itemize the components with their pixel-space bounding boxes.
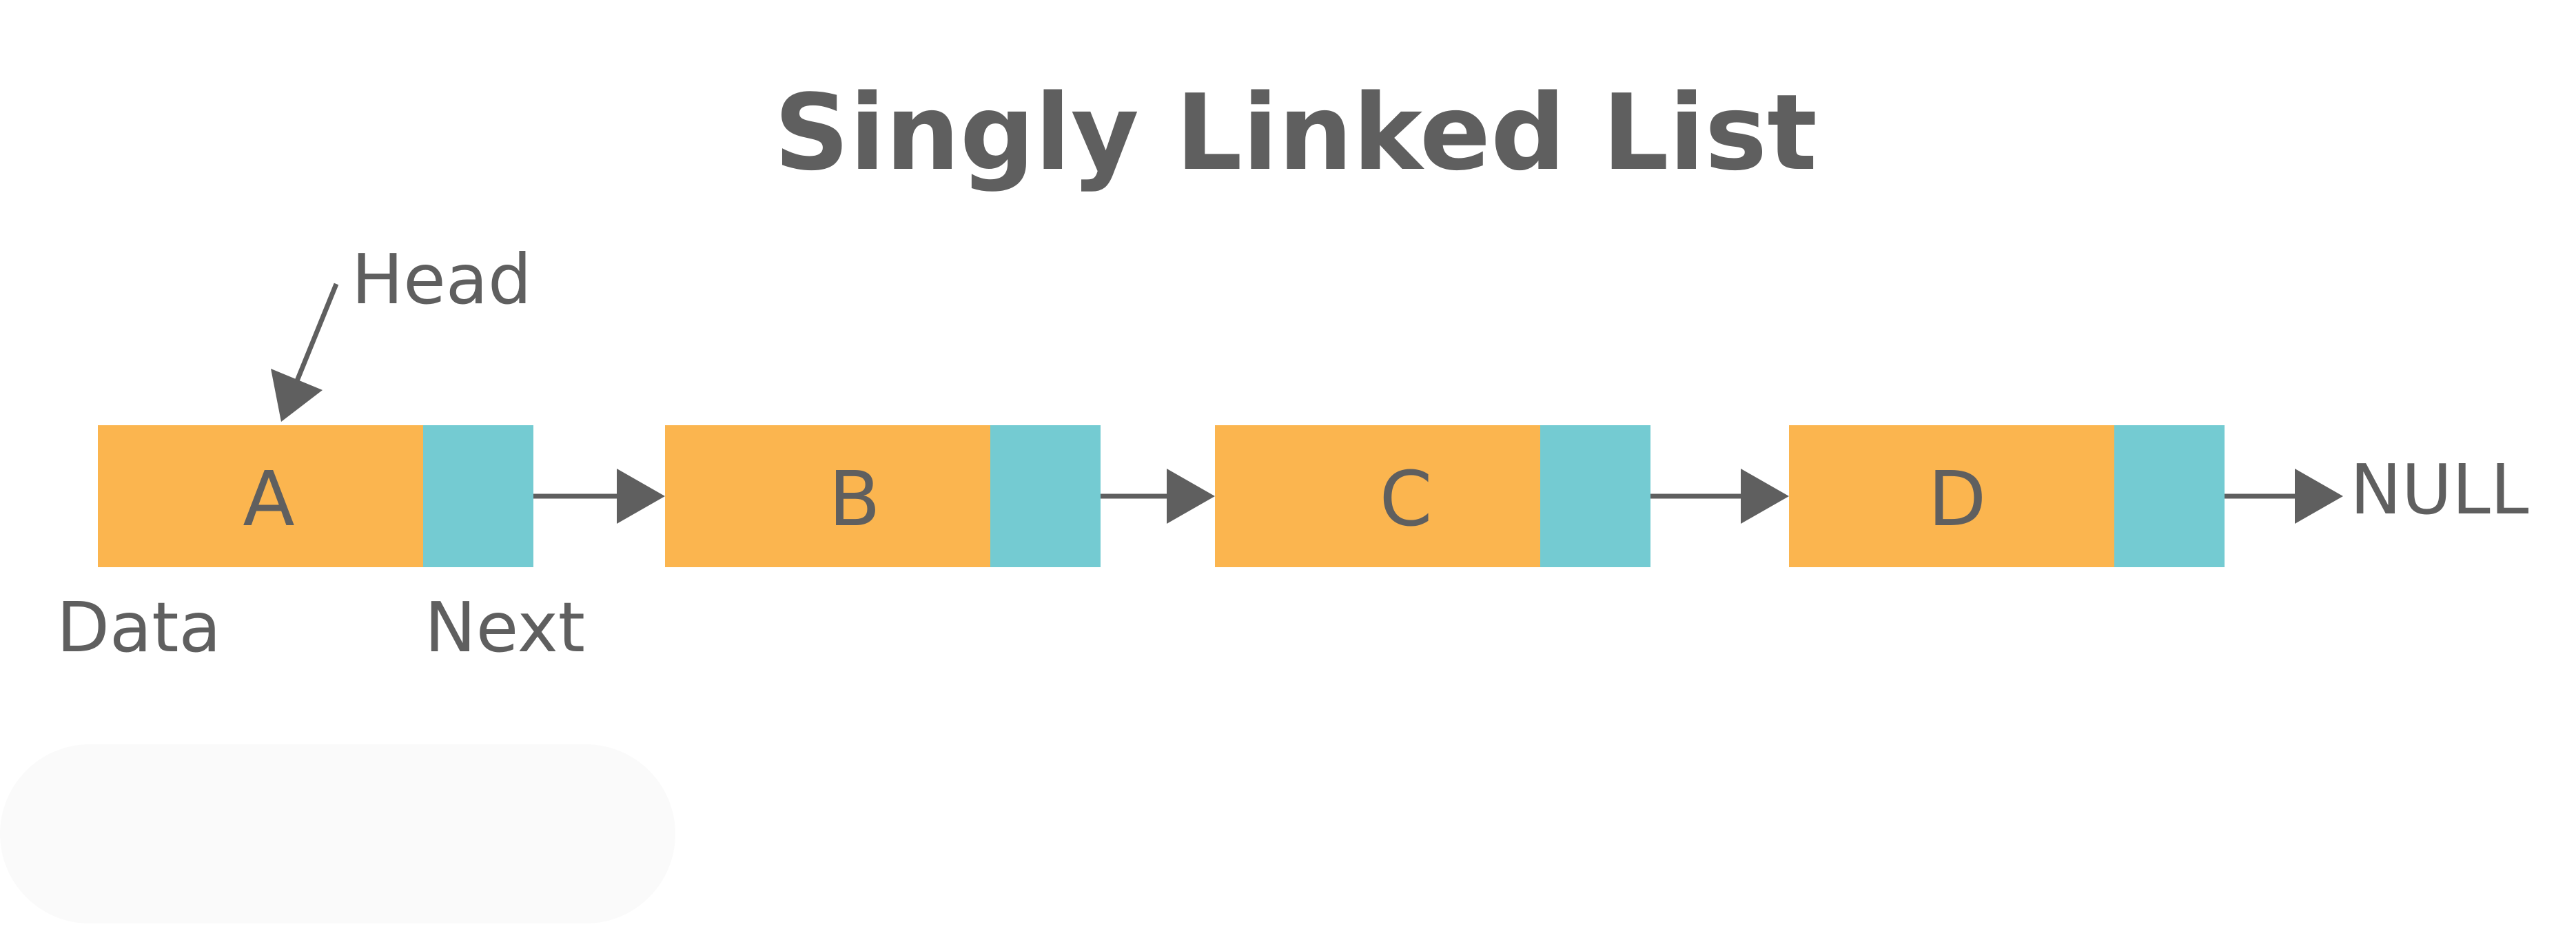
node-data-cell <box>98 425 423 567</box>
node-c: C <box>1215 425 1650 567</box>
node-data-cell <box>1215 425 1540 567</box>
diagram-title: Singly Linked List <box>774 72 1817 194</box>
head-label: Head <box>351 239 531 320</box>
node-next-cell <box>423 425 533 567</box>
node-data-cell <box>1789 425 2114 567</box>
node-b: B <box>665 425 1101 567</box>
arrow-head <box>1741 469 1789 524</box>
next-field-label: Next <box>425 587 585 668</box>
node-data-cell <box>665 425 990 567</box>
background-shadow <box>0 744 675 923</box>
node-data-value: B <box>828 455 880 543</box>
node-d: D <box>1789 425 2225 567</box>
node-data-value: C <box>1380 455 1433 543</box>
link-arrow-c-d <box>1650 469 1789 524</box>
node-next-cell <box>1540 425 1650 567</box>
node-data-value: D <box>1928 455 1987 543</box>
arrow-head <box>1167 469 1215 524</box>
link-arrow-d-null <box>2225 469 2343 524</box>
node-next-cell <box>990 425 1101 567</box>
node-data-value: A <box>243 455 294 543</box>
null-label: NULL <box>2350 449 2529 530</box>
arrow-head <box>2295 469 2343 524</box>
head-pointer-line <box>294 283 339 384</box>
link-arrow-a-b <box>533 469 665 524</box>
data-field-label: Data <box>57 587 221 668</box>
link-arrow-b-c <box>1101 469 1215 524</box>
head-pointer-arrowhead <box>271 369 323 422</box>
node-next-cell <box>2114 425 2225 567</box>
arrow-head <box>617 469 665 524</box>
node-a: A <box>98 425 533 567</box>
